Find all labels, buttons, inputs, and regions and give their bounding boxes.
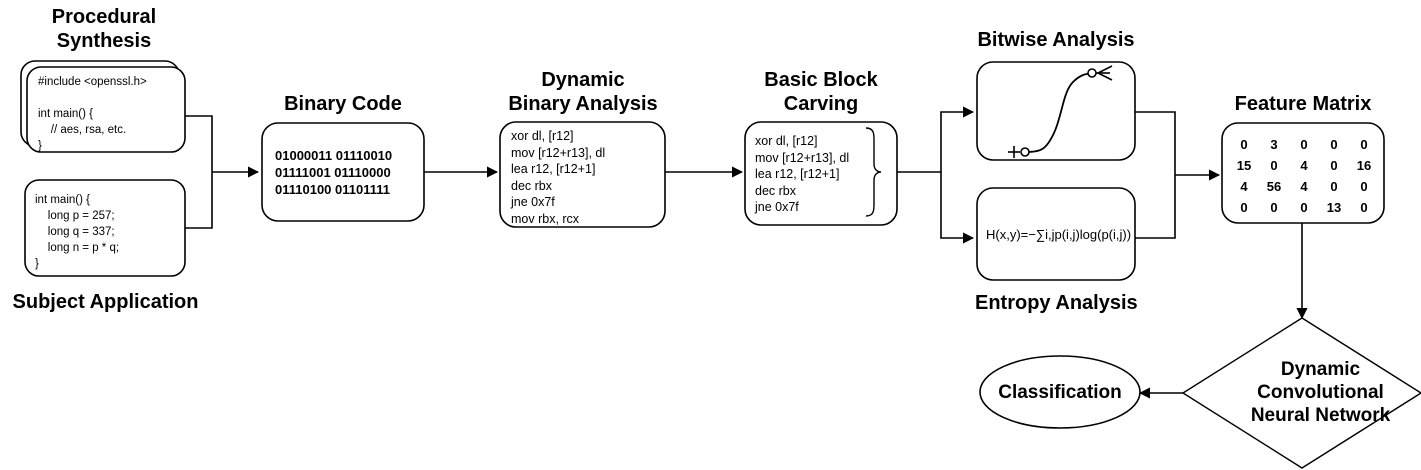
label-binary-code: Binary Code — [284, 93, 402, 115]
matrix-cell-r3c4: 0 — [1360, 200, 1368, 215]
matrix-cell-r3c2: 0 — [1300, 200, 1308, 215]
connector-merge-left — [185, 115, 213, 229]
basic-block-brace — [865, 127, 882, 217]
subject-application-code: int main() { long p = 257; long q = 337;… — [35, 194, 120, 270]
bbc-line-3: dec rbx — [755, 183, 796, 198]
bitwise-analysis-box — [976, 61, 1136, 161]
matrix-cell-r0c2: 0 — [1300, 137, 1308, 152]
matrix-cell-r0c4: 0 — [1360, 137, 1368, 152]
procedural-synthesis-code: #include <openssl.h> int main() { // aes… — [38, 76, 147, 152]
dba-line-2: lea r12, [r12+1] — [511, 162, 596, 176]
connector-split-bbc-lower — [940, 172, 975, 244]
matrix-cell-r0c0: 0 — [1240, 137, 1248, 152]
matrix-cell-r3c1: 0 — [1270, 200, 1278, 215]
label-entropy-analysis: Entropy Analysis — [975, 292, 1138, 314]
connector-merge-analyses — [1135, 111, 1176, 239]
matrix-cell-r1c1: 0 — [1270, 158, 1278, 173]
basic-block-carving-box — [744, 121, 898, 226]
bbc-line-2: lea r12, [r12+1] — [755, 167, 840, 181]
matrix-cell-r2c3: 0 — [1330, 179, 1338, 194]
binary-code-line-2: 01110100 01101111 — [275, 182, 390, 197]
label-dynamic-binary-analysis: Dynamic Binary Analysis — [508, 69, 658, 115]
entropy-analysis-box — [976, 187, 1136, 281]
dba-line-1: mov [r12+r13], dl — [511, 145, 606, 160]
connector-split-bbc — [897, 106, 975, 173]
bbc-line-1: mov [r12+r13], dl — [755, 150, 850, 165]
dba-line-4: jne 0x7f — [511, 195, 555, 209]
dba-line-3: dec rbx — [511, 178, 552, 193]
matrix-cell-r1c3: 0 — [1330, 158, 1338, 173]
matrix-cell-r2c4: 0 — [1360, 179, 1368, 194]
matrix-cell-r0c3: 0 — [1330, 137, 1338, 152]
procedural-synthesis-box-front — [26, 66, 186, 153]
matrix-cell-r0c1: 3 — [1270, 137, 1278, 152]
matrix-cell-r2c2: 4 — [1300, 179, 1308, 194]
bbc-line-0: xor dl, [r12] — [755, 134, 818, 148]
dynamic-binary-analysis-box — [499, 121, 666, 228]
classification-ellipse — [979, 355, 1141, 429]
matrix-cell-r1c2: 4 — [1300, 158, 1308, 173]
entropy-formula: H(x,y)=−∑i,jp(i,j)log(p(i,j)) — [986, 227, 1132, 242]
feature-matrix-box — [1221, 122, 1385, 224]
matrix-cell-r3c0: 0 — [1240, 200, 1248, 215]
sigmoid-curve — [1024, 72, 1093, 153]
dba-line-5: mov rbx, rcx — [511, 211, 580, 226]
sigmoid-end-circle-icon — [1087, 68, 1097, 78]
cnn-diamond — [1181, 317, 1421, 469]
label-subject-application: Subject Application — [12, 291, 199, 313]
label-bitwise-analysis: Bitwise Analysis — [977, 29, 1135, 51]
matrix-cell-r2c1: 56 — [1266, 179, 1282, 194]
matrix-cell-r1c0: 15 — [1236, 158, 1252, 173]
label-basic-block-carving: Basic Block Carving — [764, 69, 878, 115]
sigmoid-start-circle-icon — [1020, 147, 1030, 157]
matrix-cell-r2c0: 4 — [1240, 179, 1248, 194]
matrix-cell-r3c3: 13 — [1326, 200, 1342, 215]
matrix-cell-r1c4: 16 — [1356, 158, 1372, 173]
cnn-diamond-label: Dynamic Convolutional Neural Network — [1250, 359, 1391, 426]
binary-code-line-1: 01111001 01110000 — [275, 165, 391, 180]
binary-code-line-0: 01000011 01110010 — [275, 148, 393, 163]
dba-line-0: xor dl, [r12] — [511, 129, 574, 143]
label-procedural-synthesis: Procedural Synthesis — [51, 6, 157, 52]
classification-label: Classification — [998, 382, 1122, 403]
bbc-line-4: jne 0x7f — [755, 200, 799, 214]
label-feature-matrix: Feature Matrix — [1234, 93, 1372, 115]
